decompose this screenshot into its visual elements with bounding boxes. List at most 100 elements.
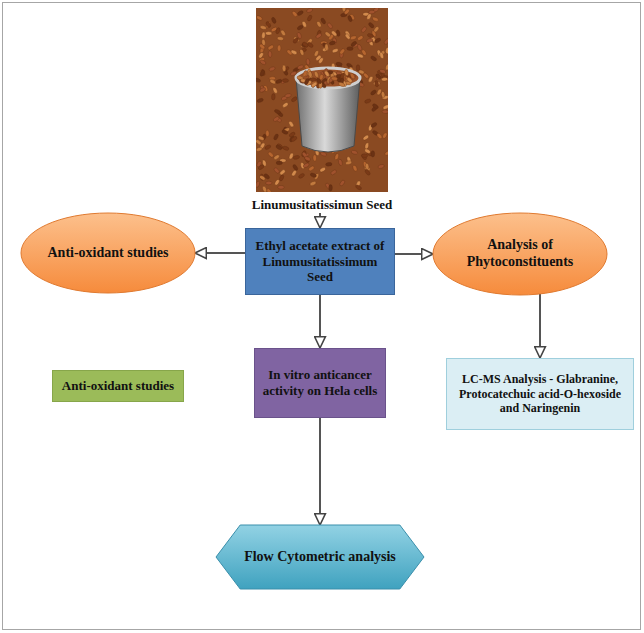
process-box: Ethyl acetate extract of Linumusitatissi… — [245, 228, 395, 295]
text-block: Ethyl acetate extract of Linumusitatissi… — [253, 238, 387, 285]
flax-seed — [360, 26, 367, 33]
flax-seed — [292, 164, 299, 171]
flax-seed — [374, 37, 381, 43]
flax-seed — [365, 163, 369, 170]
flax-seed — [306, 58, 310, 65]
flax-seed — [297, 64, 304, 70]
node-text: Ethyl acetate extract of Linumusitatissi… — [253, 238, 387, 285]
flax-seed — [336, 62, 343, 67]
flax-seed — [272, 87, 278, 94]
result-box: LC-MS Analysis - Glabranine, Protocatech… — [446, 358, 634, 430]
flax-seed — [373, 26, 380, 33]
flax-seed — [352, 165, 358, 172]
flax-seed — [267, 151, 274, 158]
flax-seed — [370, 122, 377, 129]
flax-seed — [384, 150, 388, 156]
node-text: Anti-oxidant studies — [43, 245, 173, 262]
flax-seed — [277, 45, 281, 51]
flax-seed — [368, 22, 375, 29]
flax-seed — [364, 98, 371, 104]
flax-seed — [288, 120, 295, 127]
flax-seed — [265, 31, 271, 35]
flax-seed — [361, 153, 367, 160]
flax-seed — [376, 88, 382, 95]
flax-seed — [313, 50, 319, 57]
flax-seed — [264, 144, 271, 150]
flax-seed — [302, 70, 308, 77]
analysis-hexagon: Flow Cytometric analysis — [215, 524, 425, 590]
text-block: Anti-oxidant studies — [43, 245, 173, 262]
flax-seed — [371, 151, 375, 157]
flax-seed — [279, 169, 286, 176]
flax-seed — [347, 15, 353, 22]
flax-seed — [368, 10, 375, 14]
flax-seed — [256, 181, 260, 188]
flax-seed — [303, 162, 310, 168]
flax-seed — [355, 184, 362, 190]
flax-seed — [370, 55, 377, 62]
flax-seed — [339, 48, 346, 55]
flax-seed — [316, 21, 322, 28]
flax-seed — [274, 179, 280, 186]
text-block: Flow Cytometric analysis — [237, 549, 403, 566]
flax-seed — [275, 27, 281, 34]
flax-seed — [350, 40, 357, 47]
flax-seed — [378, 164, 385, 169]
flax-seed — [259, 69, 265, 76]
flax-seed — [293, 155, 300, 160]
flax-seed — [327, 22, 334, 29]
flax-seed — [273, 154, 280, 161]
flax-seed — [374, 80, 379, 87]
flax-seed — [290, 49, 297, 55]
flax-seed — [339, 179, 346, 186]
flax-seed — [268, 66, 275, 72]
flax-seed — [350, 35, 357, 40]
flax-seed — [324, 70, 331, 77]
flax-seed — [367, 33, 374, 39]
flax-seed — [275, 79, 282, 85]
flax-seed — [332, 48, 339, 54]
flax-seed — [330, 169, 337, 176]
flax-seed — [288, 152, 294, 159]
flax-seed — [256, 77, 261, 83]
flax-seed — [362, 134, 369, 141]
flax-seed — [266, 181, 273, 185]
flax-seed — [271, 94, 275, 101]
flax-seed — [381, 77, 388, 81]
flax-seed — [385, 47, 388, 54]
flax-seed — [258, 52, 265, 59]
flax-seed — [361, 154, 368, 158]
flax-seed — [372, 16, 379, 22]
text-block: Linumusitatissimun Seed — [225, 197, 419, 213]
flow-arrow — [395, 253, 433, 255]
flax-seed — [299, 49, 304, 56]
flax-seed — [282, 102, 289, 109]
flax-seed — [262, 186, 268, 192]
flax-seed — [315, 33, 322, 40]
flax-seed — [309, 181, 316, 187]
flax-seed — [257, 164, 264, 171]
flax-seed — [278, 185, 284, 189]
flax-seed — [307, 14, 313, 21]
flax-seed — [297, 10, 304, 16]
flax-seed — [364, 148, 371, 154]
text-block: Anti-oxidant studies — [58, 378, 178, 394]
flax-seed — [315, 77, 322, 84]
flax-seed — [291, 96, 298, 103]
flax-seed — [338, 159, 343, 166]
flax-seed — [269, 79, 276, 85]
flax-seed — [334, 153, 339, 160]
source-label: Linumusitatissimun Seed — [222, 8, 422, 213]
flax-seed — [351, 150, 358, 155]
flax-seed — [259, 175, 266, 181]
node-text: Analysis of Phytoconstituents — [455, 237, 585, 271]
flax-seed — [281, 129, 288, 135]
flax-seed — [280, 29, 287, 36]
hexagon-shape — [216, 525, 424, 589]
flax-seed — [338, 82, 345, 88]
study-ellipse: Analysis of Phytoconstituents — [432, 212, 608, 296]
flax-seed — [261, 32, 265, 39]
flax-seed — [370, 89, 377, 96]
flax-seed — [323, 70, 330, 76]
flax-seed — [275, 144, 282, 150]
